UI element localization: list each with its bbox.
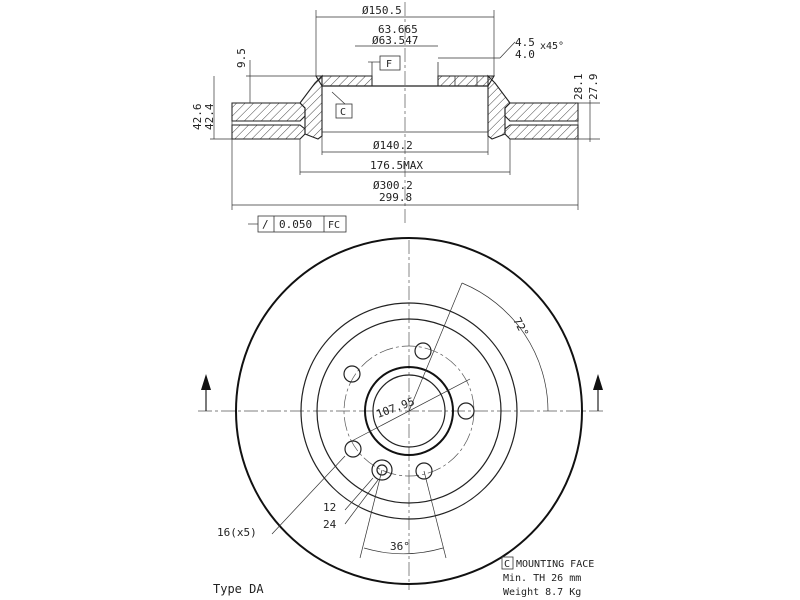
dim-bore-max: 63.665 [378,23,418,36]
hat-outer-edge [300,302,518,520]
dim-max-diameter: 176.5MAX [370,159,423,172]
dim-width-max: 28.1 [572,74,585,101]
datum-c-label: C [340,107,346,118]
dim-bevel-bottom: 4.0 [515,48,535,61]
angle-arc-36 [363,547,444,554]
bolt-holes [343,342,475,481]
dim-width-min: 27.9 [587,74,600,101]
angle-holes: 36° [390,540,410,553]
section-view: Ø150.5 63.665 Ø63.547 F 4.5 x45° 4.0 9.5… [191,2,600,233]
pcd-leader [347,378,471,444]
bolt-hole [414,342,432,360]
angle-slot: 72° [510,315,531,339]
mounting-face-text: MOUNTING FACE [516,559,594,570]
tolerance-frame [257,215,347,233]
dim-inner-diameter: Ø140.2 [373,139,413,152]
bolt-hole [344,440,362,458]
mounting-face-box [501,556,514,570]
locating-hole-inner [376,464,388,476]
center-bore-inner [372,374,446,448]
tolerance-value: 0.050 [279,218,312,231]
dim-bevel-angle: x45° [540,41,564,52]
bolt-holes-label: 16(x5) [217,526,257,539]
datum-f-box [379,55,401,71]
bolt-hole [415,462,433,480]
mounting-face-box-label: C [504,559,510,570]
bolt-hole [457,402,475,420]
tolerance-reference: FC [328,220,340,231]
section-arrow-left-head [201,374,211,390]
section-hub-top-right [437,75,495,87]
dim-thickness-max: 42.6 [191,104,204,131]
section-hat-left [299,74,323,140]
front-view: 72° 107.95 12 24 16(x5) 36° [198,237,604,590]
bevel-leader [499,41,516,59]
hat-inner-edge [316,318,502,504]
dim-bore-min: Ø63.547 [372,34,418,47]
hole-dia-large: 24 [323,518,337,531]
leader-24 [344,479,379,525]
disc-outer-edge [235,237,583,585]
section-friction-ring-left-bottom [231,124,306,140]
dim-outer-min: 299.8 [379,191,412,204]
weight-text: Weight 8.7 Kg [503,587,581,598]
bolt-hole [343,365,361,383]
leader-bolt-holes [271,455,346,535]
angle-arc-72 [461,282,549,412]
datum-c-box [335,103,353,119]
locating-hole-outer [371,459,393,481]
dim-hub-height: 9.5 [235,48,248,68]
dim-hub-diameter: Ø150.5 [362,4,402,17]
tolerance-symbol: / [262,218,269,231]
section-hub-top-left [315,75,373,87]
dim-outer-max: Ø300.2 [373,179,413,192]
type-label: Type DA [213,582,264,596]
notes: Type DA C MOUNTING FACE Min. TH 26 mm We… [213,556,594,598]
angle-line-36 [359,469,383,559]
center-bore-outer [364,366,454,456]
section-arrow-right-head [593,374,603,390]
hole-dia-small: 12 [323,501,336,514]
section-hat-right [487,74,511,140]
angle-radial-line [408,282,463,412]
dim-bevel-top: 4.5 [515,36,535,49]
pcd-value: 107.95 [375,395,417,421]
min-thickness-text: Min. TH 26 mm [503,573,581,584]
datum-f-label: F [386,59,392,70]
leader-12 [344,477,374,511]
section-friction-ring-left-top [231,102,306,122]
angle-line-36 [423,470,447,559]
datum-c-leader [331,91,346,105]
section-friction-ring-right-top [504,102,579,122]
section-friction-ring-right-bottom [504,124,579,140]
dim-thickness-min: 42.4 [203,103,216,130]
